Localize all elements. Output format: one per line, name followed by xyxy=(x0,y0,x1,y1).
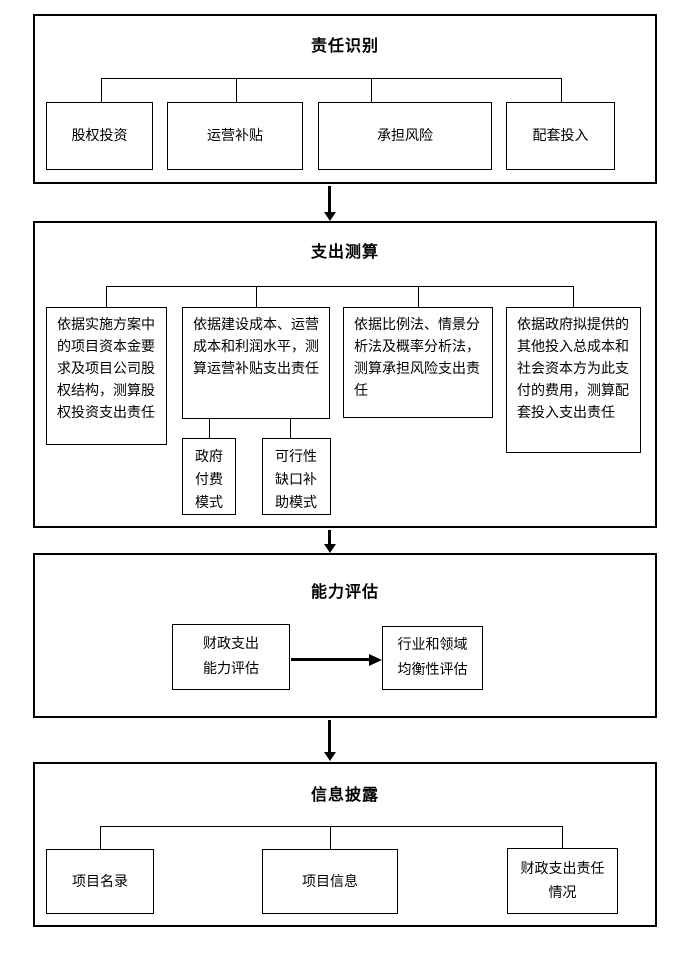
connector-line xyxy=(562,826,563,849)
box-project-catalog: 项目名录 xyxy=(46,849,154,914)
box-equity-investment-expenditure-calc: 依据实施方案中的项目资本金要求及项目公司股权结构，测算股权投资支出责任 xyxy=(46,307,167,445)
right-arrow-icon xyxy=(369,654,382,666)
box-risk-bearing: 承担风险 xyxy=(318,102,492,170)
down-arrow-icon xyxy=(324,544,336,553)
box-industry-field-balance-assessment: 行业和领域 均衡性评估 xyxy=(382,626,483,690)
box-line: 均衡性评估 xyxy=(397,662,468,678)
box-viability-gap-funding-mode: 可行性缺口补助模式 xyxy=(262,438,331,515)
box-risk-expenditure-calc: 依据比例法、情景分析法及概率分析法，测算承担风险支出责任 xyxy=(343,307,493,418)
section-title-expenditure-calculation: 支出测算 xyxy=(310,242,379,261)
connector-line xyxy=(101,78,561,79)
box-line: 财政支出 xyxy=(203,636,259,652)
down-arrow-icon xyxy=(324,752,336,761)
right-arrow-shaft xyxy=(291,658,370,661)
section-title-information-disclosure: 信息披露 xyxy=(310,785,379,804)
section-capability-assessment xyxy=(33,553,657,718)
connector-line xyxy=(256,286,257,307)
connector-line xyxy=(100,826,101,849)
box-project-information: 项目信息 xyxy=(262,849,398,914)
down-arrow-shaft xyxy=(328,720,331,753)
connector-line xyxy=(418,286,419,307)
box-supporting-investment-expenditure-calc: 依据政府拟提供的其他投入总成本和社会资本方为此支付的费用，测算配套投入支出责任 xyxy=(506,307,641,453)
connector-line xyxy=(106,286,573,287)
box-line: 财政支出责任 xyxy=(520,861,605,877)
connector-line xyxy=(209,419,210,438)
down-arrow-shaft xyxy=(328,530,331,545)
box-equity-investment: 股权投资 xyxy=(46,102,153,170)
box-fiscal-expenditure-capability-assessment: 财政支出 能力评估 xyxy=(172,624,290,690)
connector-line xyxy=(236,78,237,102)
box-government-payment-mode: 政府付费模式 xyxy=(182,438,236,515)
box-operation-subsidy: 运营补贴 xyxy=(167,102,303,170)
box-operation-subsidy-expenditure-calc: 依据建设成本、运营成本和利润水平，测算运营补贴支出责任 xyxy=(182,307,330,419)
box-fiscal-expenditure-responsibility-status: 财政支出责任 情况 xyxy=(507,848,618,914)
connector-line xyxy=(330,826,331,849)
section-title-capability-assessment: 能力评估 xyxy=(310,582,379,601)
connector-line xyxy=(100,826,562,827)
connector-line xyxy=(573,286,574,307)
connector-line xyxy=(561,78,562,102)
box-line: 情况 xyxy=(548,885,577,901)
connector-line xyxy=(101,78,102,102)
connector-line xyxy=(371,78,372,102)
down-arrow-shaft xyxy=(328,186,331,213)
connector-line xyxy=(290,419,291,438)
box-line: 行业和领域 xyxy=(397,637,468,653)
box-supporting-investment: 配套投入 xyxy=(506,102,615,170)
down-arrow-icon xyxy=(324,212,336,221)
box-line: 能力评估 xyxy=(203,661,259,677)
connector-line xyxy=(106,286,107,307)
section-title-responsibility-identification: 责任识别 xyxy=(310,36,379,55)
